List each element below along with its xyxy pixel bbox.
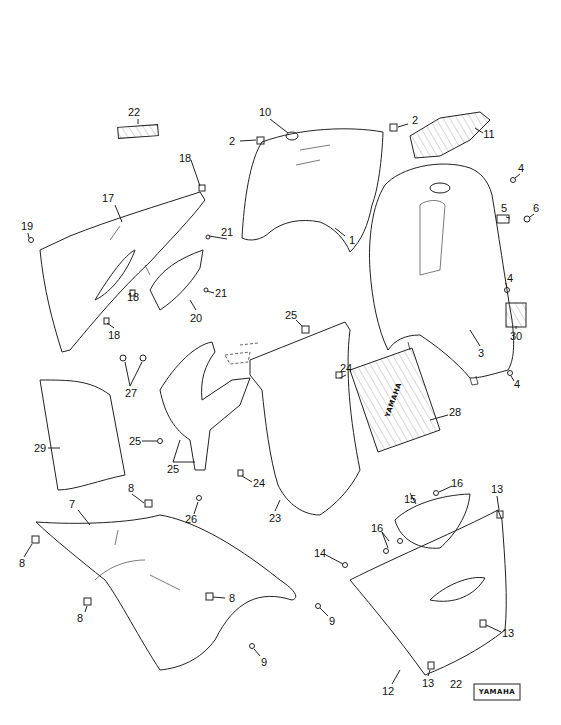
callout-number: 17: [102, 193, 114, 204]
callout-number: 26: [185, 514, 197, 525]
callout-number: 9: [329, 616, 335, 627]
callout-number: 21: [221, 227, 233, 238]
callout-number: 27: [125, 388, 137, 399]
callout-number: 24: [253, 478, 265, 489]
callout-number: 16: [371, 523, 383, 534]
callout-number: 7: [69, 499, 75, 510]
callout-number: 4: [518, 163, 524, 174]
callout-number: 23: [269, 513, 281, 524]
callout-number: 5: [501, 203, 507, 214]
callout-number: 6: [533, 203, 539, 214]
callout-number: 8: [77, 613, 83, 624]
callout-number: 22: [128, 107, 140, 118]
callout-number: 21: [215, 288, 227, 299]
callout-number: 20: [190, 313, 202, 324]
callout-number: 8: [229, 593, 235, 604]
callout-number: 22: [450, 679, 462, 690]
callout-number: 15: [404, 494, 416, 505]
callout-number: 2: [412, 115, 418, 126]
callout-number: 10: [259, 107, 271, 118]
callout-number: 16: [451, 478, 463, 489]
callout-number: 19: [21, 221, 33, 232]
callout-number: 13: [491, 484, 503, 495]
callout-number: 18: [179, 153, 191, 164]
callout-number: 18: [108, 330, 120, 341]
callout-number: 25: [285, 310, 297, 321]
callout-number: 2: [229, 136, 235, 147]
callout-number: 8: [19, 558, 25, 569]
callout-number: 4: [507, 273, 513, 284]
callout-number: 25: [129, 436, 141, 447]
callout-number: 28: [449, 407, 461, 418]
callout-number: 3: [478, 348, 484, 359]
callout-number: 11: [483, 129, 494, 140]
callout-number: 18: [127, 292, 139, 303]
callout-number: 1: [349, 235, 355, 246]
callout-number: 13: [422, 678, 434, 689]
callout-number: 8: [128, 483, 134, 494]
callout-number: 9: [261, 657, 267, 668]
callout-number: 13: [502, 628, 514, 639]
brand-decal-text: YAMAHA: [479, 689, 515, 696]
callout-number: 29: [34, 443, 46, 454]
callout-number: 30: [510, 331, 522, 342]
callout-number: 24: [340, 363, 352, 374]
callout-number: 14: [314, 548, 326, 559]
callout-number: 4: [514, 379, 520, 390]
callout-number: 25: [167, 464, 179, 475]
callout-number: 12: [382, 686, 394, 697]
